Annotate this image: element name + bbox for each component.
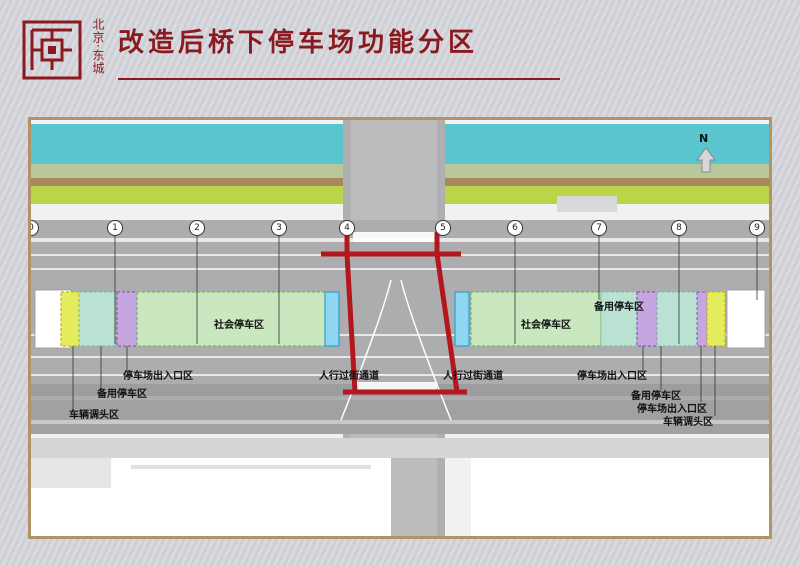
north-label: N [699,132,709,145]
backup-zone-top-right [600,291,638,347]
label-backup-parking-right: 备用停车区 [631,391,681,402]
ped-zone-left [324,291,340,347]
header: 北京·东城 改造后桥下停车场功能分区 [0,0,800,100]
axis-number-8: 8 [671,220,687,236]
axis-number-3: 3 [271,220,287,236]
label-backup-parking-left: 备用停车区 [97,389,147,400]
u-turn-zone-left [60,291,80,347]
title-underline [118,78,560,80]
north-arrow-icon [696,147,716,173]
axis-number-2: 2 [189,220,205,236]
label-social-parking-right: 社会停车区 [521,320,571,331]
label-entry-exit-right-upper: 停车场出入口区 [577,371,647,382]
axis-number-1: 1 [107,220,123,236]
axis-number-9: 9 [749,220,765,236]
axis-number-4: 4 [339,220,355,236]
beijing-seal-logo-icon [22,20,82,80]
label-u-turn-left: 车辆调头区 [69,410,119,421]
entry-exit-zone-left [78,291,116,347]
label-entry-exit-right-lower: 停车场出入口区 [637,404,707,415]
logo-text: 北京·东城 [91,18,105,75]
river-left [31,124,343,164]
label-social-parking-left: 社会停车区 [214,320,264,331]
axis-number-5: 5 [435,220,451,236]
backup-zone-left [116,291,138,347]
crosswalks [353,232,437,392]
label-u-turn-right: 车辆调头区 [663,417,713,428]
axis-number-7: 7 [591,220,607,236]
label-backup-parking-top-right: 备用停车区 [594,302,644,313]
river-right [445,124,769,164]
page-title: 改造后桥下停车场功能分区 [118,28,479,58]
pedestrian-corridor-outline [321,232,467,395]
label-entry-exit-left: 停车场出入口区 [123,371,193,382]
social-parking-right [470,291,602,347]
green-belt-left [31,186,343,204]
green-belt-right [445,186,769,204]
axis-number-6: 6 [507,220,523,236]
label-pedestrian-right: 人行过街通道 [443,371,503,382]
map-drawing [31,120,769,536]
leader-lines [72,236,758,416]
label-pedestrian-left: 人行过街通道 [319,371,379,382]
ped-zone-right [454,291,470,347]
u-turn-zone-right [706,291,726,347]
building-right [471,458,769,536]
parking-zoning-map: N 0 1 2 3 4 5 6 7 8 9 社会停车区 社会停车区 备用停车区 … [28,117,772,539]
entry-exit-zone-right [656,291,698,347]
